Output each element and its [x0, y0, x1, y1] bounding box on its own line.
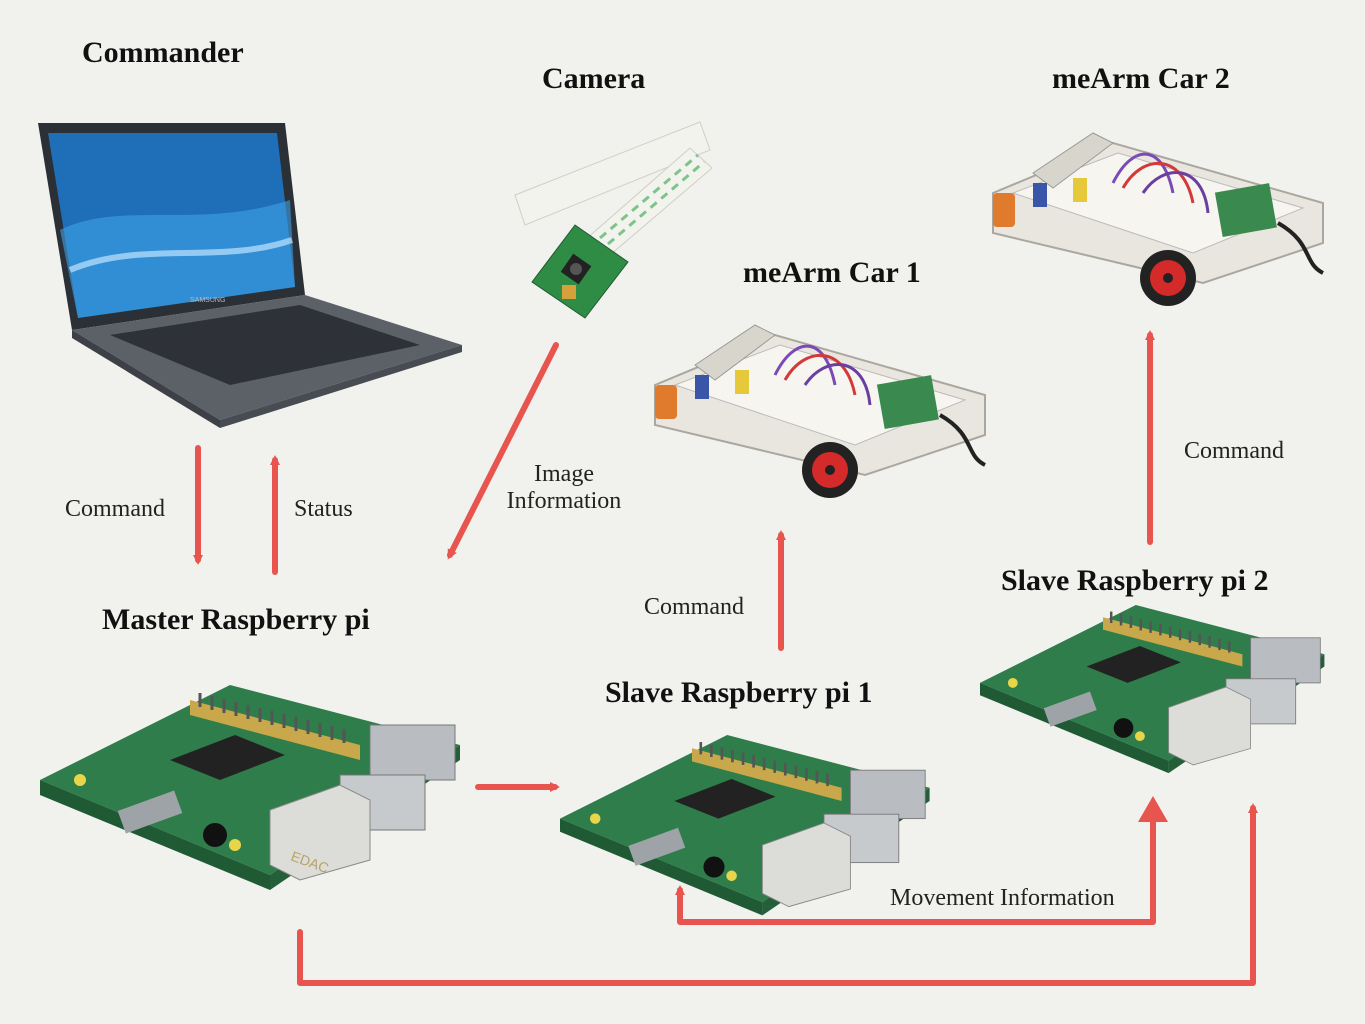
edge-label-command-car1: Command: [644, 594, 744, 620]
edge-label-image-line1: Image: [534, 461, 594, 487]
edge-label-image-information: Image Information: [499, 461, 629, 515]
node-title-slave1: Slave Raspberry pi 1: [605, 676, 873, 709]
arrow-movement-to-slave1: [675, 817, 1156, 925]
node-title-car2: meArm Car 2: [1052, 62, 1230, 95]
laptop-brand: SAMSUNG: [190, 297, 225, 304]
node-title-master: Master Raspberry pi: [102, 603, 370, 636]
node-title-slave2: Slave Raspberry pi 2: [1001, 564, 1269, 597]
node-title-camera: Camera: [542, 62, 646, 95]
arrow-master-to-slave2: [297, 803, 1258, 986]
edge-label-image-line2: Information: [506, 488, 622, 514]
arrow-image-to-master: [447, 342, 559, 560]
laptop-icon: SAMSUNG: [38, 123, 462, 428]
camera-module-icon: [514, 121, 713, 319]
node-title-commander: Commander: [82, 36, 244, 69]
robot-car-icon: [991, 131, 1325, 308]
edge-label-command-car2: Command: [1184, 438, 1284, 464]
node-title-car1: meArm Car 1: [743, 256, 921, 289]
robot-car-icon: [653, 323, 987, 500]
edge-label-movement-information: Movement Information: [890, 885, 1115, 911]
raspberry-pi-board-icon: [978, 603, 1326, 775]
edge-label-status: Status: [294, 496, 353, 522]
arrowhead-movement-to-slave2: [1138, 796, 1168, 822]
raspberry-pi-board-icon: [38, 683, 462, 892]
edge-label-command-master: Command: [65, 496, 165, 522]
raspberry-pi-board-icon: [558, 733, 931, 917]
